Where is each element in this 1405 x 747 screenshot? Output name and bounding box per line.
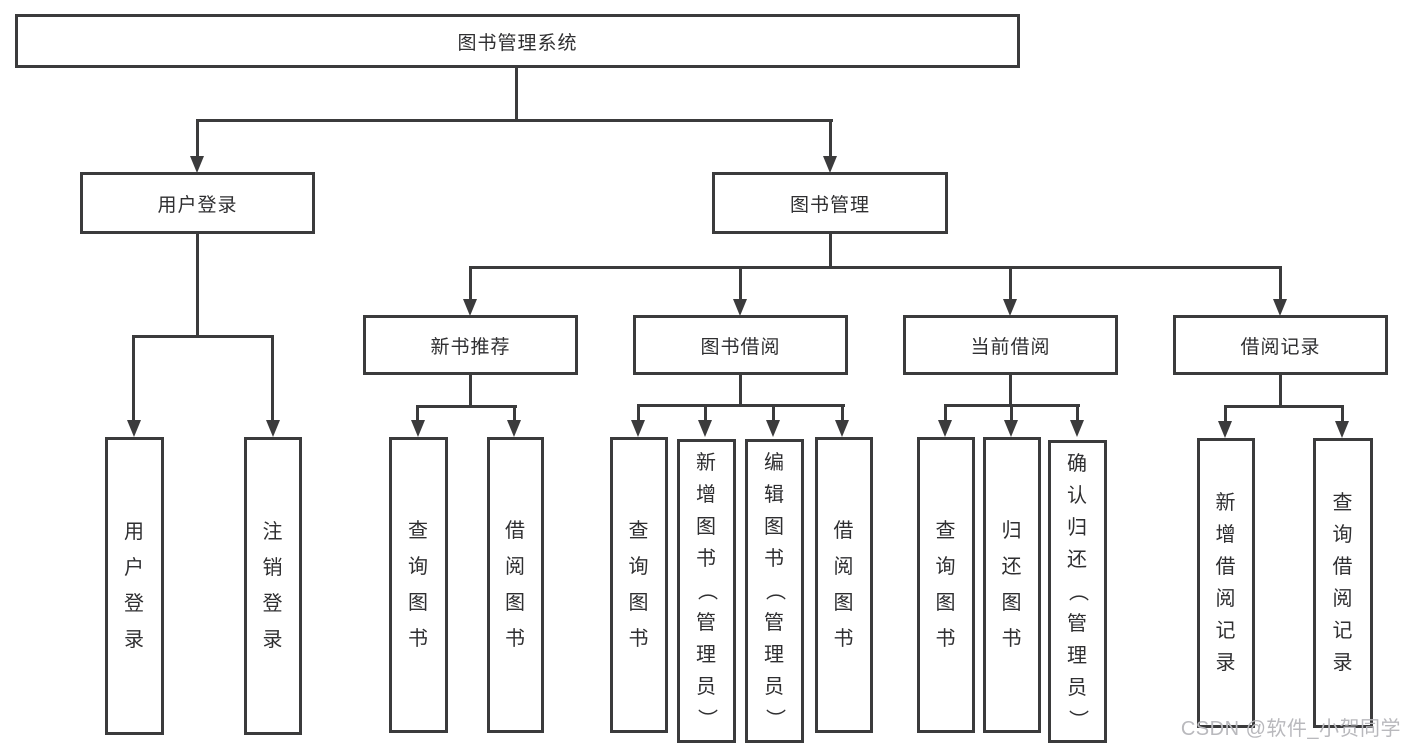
arrowhead-query-borrow-record xyxy=(1335,421,1349,438)
node-query-books-b: 查询图书 xyxy=(610,437,668,733)
node-logout-leaf: 注销登录 xyxy=(244,437,302,735)
arrowhead-new-book xyxy=(463,299,477,316)
connector-drop-query-books-a xyxy=(416,406,419,422)
connector-drop-borrow-books-a xyxy=(513,406,516,422)
arrowhead-logout-leaf xyxy=(266,420,280,437)
arrowhead-current-borrow xyxy=(1003,299,1017,316)
connector-new-book-branch xyxy=(416,405,517,408)
arrowhead-borrow-books-a xyxy=(507,420,521,437)
connector-drop-book-borrow xyxy=(739,268,742,300)
connector-book-management-branch xyxy=(469,266,1282,269)
arrowhead-query-books-a xyxy=(411,420,425,437)
node-book-borrow: 图书借阅 xyxy=(633,315,848,375)
connector-drop-edit-book xyxy=(772,405,775,421)
connector-drop-new-book xyxy=(469,268,472,300)
arrowhead-add-borrow-record xyxy=(1218,421,1232,438)
connector-drop-confirm-return xyxy=(1076,405,1079,421)
connector-book-management-stem xyxy=(829,234,832,269)
node-borrow-records: 借阅记录 xyxy=(1173,315,1388,375)
node-borrow-books-b: 借阅图书 xyxy=(815,437,873,733)
arrowhead-book-borrow xyxy=(733,299,747,316)
arrowhead-return-books xyxy=(1004,420,1018,437)
connector-book-borrow-branch xyxy=(637,404,845,407)
node-book-management: 图书管理 xyxy=(712,172,948,234)
connector-drop-query-books-b xyxy=(637,405,640,421)
arrowhead-borrow-books-b xyxy=(835,420,849,437)
connector-book-borrow-stem xyxy=(739,375,742,407)
connector-drop-borrow-books-b xyxy=(841,405,844,421)
node-user-login: 用户登录 xyxy=(80,172,315,234)
node-add-book-admin: 新增图书（管理员） xyxy=(677,439,736,743)
connector-drop-add-borrow-record xyxy=(1224,406,1227,422)
connector-drop-query-books-c xyxy=(944,405,947,421)
arrowhead-confirm-return xyxy=(1070,420,1084,437)
node-borrow-books-a: 借阅图书 xyxy=(487,437,544,733)
node-return-books: 归还图书 xyxy=(983,437,1041,733)
arrowhead-book-management xyxy=(823,156,837,173)
connector-current-borrow-stem xyxy=(1009,375,1012,407)
connector-borrow-records-stem xyxy=(1279,375,1282,408)
node-query-books-c: 查询图书 xyxy=(917,437,975,733)
connector-drop-book-management xyxy=(829,120,832,157)
connector-drop-user-login xyxy=(196,120,199,157)
connector-borrow-records-branch xyxy=(1224,405,1344,408)
node-query-borrow-record: 查询借阅记录 xyxy=(1313,438,1373,728)
connector-drop-borrow-records xyxy=(1279,268,1282,300)
node-system-root: 图书管理系统 xyxy=(15,14,1020,68)
connector-root-branch xyxy=(196,119,833,122)
connector-drop-logout-leaf xyxy=(271,336,274,421)
node-edit-book-admin: 编辑图书（管理员） xyxy=(745,439,804,743)
node-new-book-recommend: 新书推荐 xyxy=(363,315,578,375)
arrowhead-edit-book xyxy=(766,420,780,437)
connector-drop-add-book xyxy=(704,405,707,421)
connector-new-book-stem xyxy=(469,375,472,408)
connector-user-login-stem xyxy=(196,234,199,337)
node-confirm-return-admin: 确认归还（管理员） xyxy=(1048,440,1107,743)
arrowhead-query-books-c xyxy=(938,420,952,437)
arrowhead-borrow-records xyxy=(1273,299,1287,316)
arrowhead-query-books-b xyxy=(631,420,645,437)
connector-drop-return-books xyxy=(1010,405,1013,421)
connector-user-login-branch xyxy=(132,335,274,338)
node-query-books-a: 查询图书 xyxy=(389,437,448,733)
node-add-borrow-record: 新增借阅记录 xyxy=(1197,438,1255,728)
connector-drop-user-login-leaf xyxy=(132,336,135,421)
connector-root-stem xyxy=(515,68,518,122)
watermark: CSDN @软件_小贺同学 xyxy=(1180,718,1401,740)
node-current-borrow: 当前借阅 xyxy=(903,315,1118,375)
arrowhead-user-login xyxy=(190,156,204,173)
arrowhead-add-book xyxy=(698,420,712,437)
connector-drop-query-borrow-record xyxy=(1341,406,1344,422)
connector-drop-current-borrow xyxy=(1009,268,1012,300)
node-user-login-leaf: 用户登录 xyxy=(105,437,164,735)
arrowhead-user-login-leaf xyxy=(127,420,141,437)
